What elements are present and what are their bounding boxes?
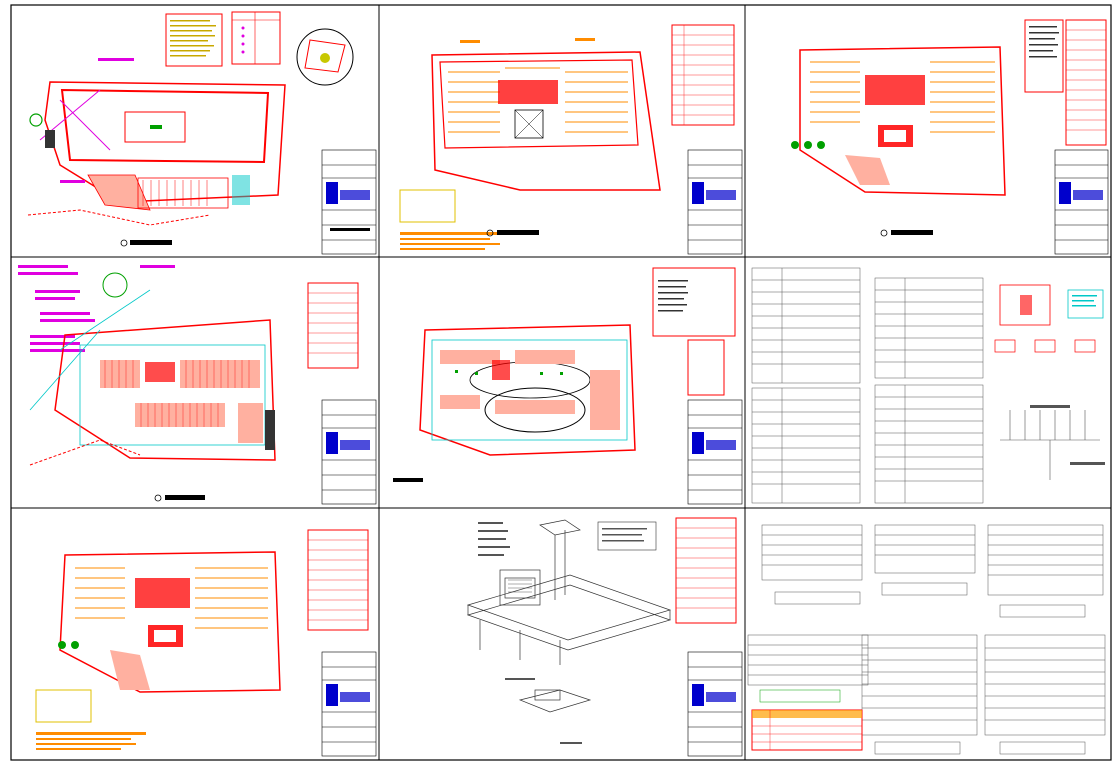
panel-load-schedules [747,524,1106,755]
title-block-1 [321,149,377,255]
outer-frame [10,4,1112,761]
legend-box-2 [399,189,456,223]
key-plan-circle [296,28,354,86]
title-block-8 [687,651,743,757]
panel-lighting-plan-2 [791,19,1107,237]
notes-box [165,13,223,67]
drawing-title-bar [130,240,172,245]
panel-basement-plan [393,267,736,482]
title-block-3 [1054,149,1109,255]
panel-lighting-plan-3 [35,529,369,750]
building-outline [60,88,270,164]
panel-cable-tray-detail [466,519,672,713]
panel-parking-plan [18,265,359,502]
title-block-4 [321,399,377,505]
panel-site-plan [27,11,354,247]
panel-lighting-plan-1 [399,24,735,250]
title-block-2 [687,149,743,255]
site-label-pink [98,58,134,61]
panel-schedules [751,267,984,504]
legend-box [231,11,281,65]
detail-riser [994,284,1105,480]
detail-labels [478,522,582,744]
title-block-5 [687,399,743,505]
title-block-7 [321,651,377,757]
